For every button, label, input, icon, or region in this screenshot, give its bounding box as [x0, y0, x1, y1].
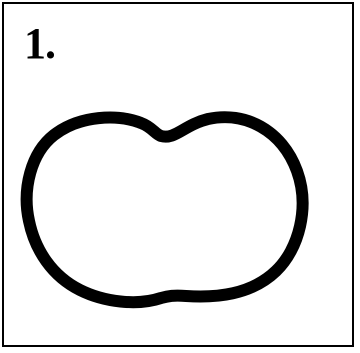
cell-outline: [27, 117, 303, 302]
figure-panel: 1.: [2, 2, 354, 347]
cell-outline-figure: [4, 4, 356, 349]
